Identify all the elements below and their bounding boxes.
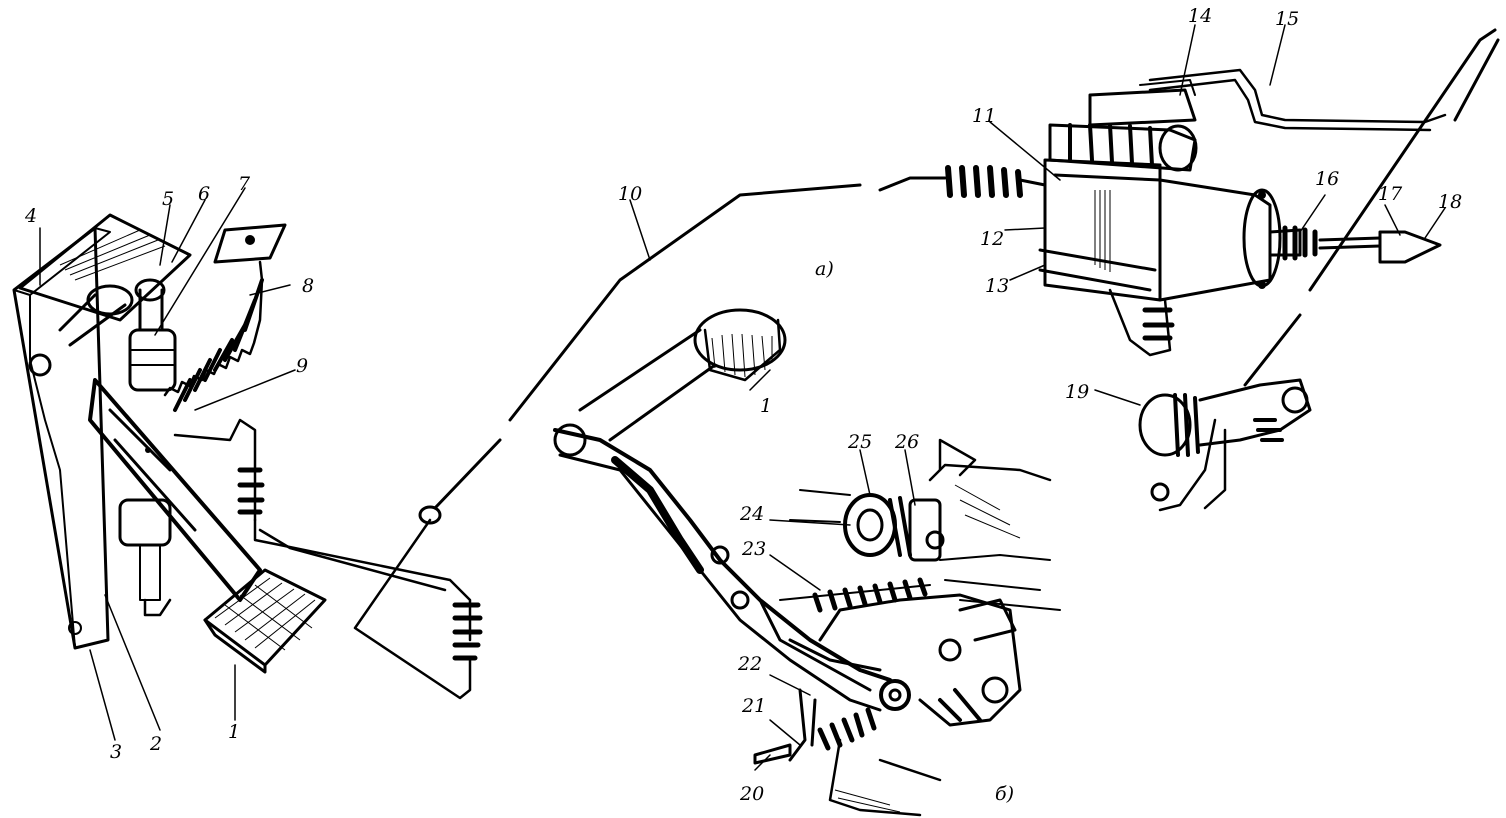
pedal-view-b: [553, 308, 1061, 817]
label-20: 20: [739, 783, 764, 805]
pedal-pad-left: [203, 568, 327, 674]
master-cylinder: [118, 278, 177, 601]
label-26: 26: [894, 431, 919, 453]
label-23: 23: [741, 538, 766, 560]
callout-labels: 4 5 6 7 8 9 10 11 12 13 14 15 16 17 18 1…: [24, 5, 1462, 805]
hydraulic-pipe-10: [433, 165, 1047, 510]
label-14: 14: [1188, 5, 1212, 27]
label-11: 11: [972, 105, 996, 127]
label-10: 10: [618, 183, 642, 205]
return-spring: [163, 223, 287, 412]
label-4: 4: [24, 205, 37, 227]
label-5: 5: [162, 188, 174, 210]
pipe-left: [143, 418, 483, 700]
label-1-left: 1: [228, 721, 240, 743]
label-7: 7: [238, 173, 251, 195]
view-label-b: б): [995, 783, 1014, 805]
label-24: 24: [739, 503, 764, 525]
label-17: 17: [1378, 183, 1403, 205]
slave-cylinder-assembly: [1038, 68, 1447, 357]
label-8: 8: [302, 275, 314, 297]
label-12: 12: [980, 228, 1004, 250]
label-1-right: 1: [760, 395, 772, 417]
pedal-bracket-assembly: [12, 213, 483, 700]
leader-lines: [39, 24, 1446, 771]
bleeder-valve: [1138, 378, 1312, 512]
label-6: 6: [198, 183, 210, 205]
label-16: 16: [1315, 168, 1339, 190]
label-22: 22: [737, 653, 762, 675]
label-13: 13: [985, 275, 1009, 297]
view-label-a: a): [815, 258, 834, 280]
label-3: 3: [110, 741, 122, 763]
label-2: 2: [149, 733, 162, 755]
label-9: 9: [296, 355, 308, 377]
label-25: 25: [847, 431, 872, 453]
pedal-pad-right: [693, 308, 787, 382]
label-15: 15: [1275, 8, 1299, 30]
pipe-right: [1243, 28, 1500, 387]
label-19: 19: [1065, 381, 1089, 403]
label-21: 21: [741, 695, 766, 717]
label-18: 18: [1438, 191, 1462, 213]
